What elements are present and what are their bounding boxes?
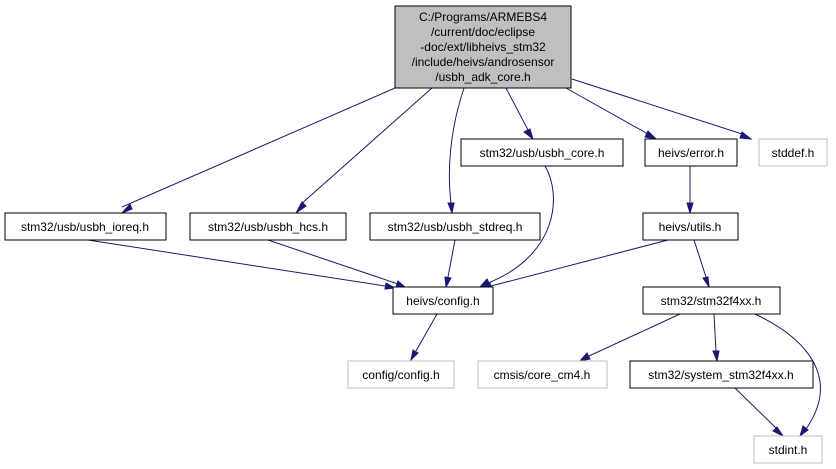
edge-utils-to-heivs-config [480,239,669,290]
root-path-line-5: /usbh_adk_core.h [435,70,530,84]
edge-root-to-stddef [571,78,753,140]
edge-root-to-usbh-core [505,87,534,141]
edge-usbh-stdreq-to-heivs-config [444,239,456,289]
node-label: stddef.h [772,146,815,160]
node-usbh-hcs[interactable]: stm32/usb/usbh_hcs.h [189,212,347,241]
node-usbh-core[interactable]: stm32/usb/usbh_core.h [460,138,624,167]
edge-stm32f4xx-to-core-cm4 [578,313,681,362]
edge-error-to-utils [686,166,694,215]
root-path-line-2: /current/doc/eclipse [431,25,535,39]
edge-utils-to-stm32f4xx [693,239,710,288]
edge-stm32f4xx-to-stdint [754,313,821,438]
node-label: stm32/usb/usbh_stdreq.h [388,220,523,234]
edge-system-stm32f4xx-to-stdint [734,387,785,438]
edge-stm32f4xx-to-system-stm32f4xx [712,313,720,363]
node-label: stdint.h [769,443,808,457]
root-path-line-1: C:/Programs/ARMEBS4 [419,10,547,24]
node-label: cmsis/core_cm4.h [494,368,591,382]
edge-root-to-error [565,87,658,140]
nodes: C:/Programs/ARMEBS4 /current/doc/eclipse… [4,5,828,464]
node-usbh-stdreq[interactable]: stm32/usb/usbh_stdreq.h [369,212,541,241]
node-system-stm32f4xx[interactable]: stm32/system_stm32f4xx.h [629,360,814,389]
root-path-line-3: -doc/ext/libheivs_stm32 [420,40,546,54]
node-label: heivs/utils.h [659,220,722,234]
node-label: heivs/config.h [406,294,479,308]
node-stddef: stddef.h [758,138,828,167]
edge-root-to-usbh-hcs [295,87,433,214]
node-label: config/config.h [362,368,439,382]
node-label: stm32/system_stm32f4xx.h [648,368,793,382]
node-core-cm4: cmsis/core_cm4.h [477,360,608,389]
edge-usbh-hcs-to-heivs-config [267,239,408,289]
node-label: stm32/usb/usbh_core.h [480,146,605,160]
node-label: heivs/error.h [658,146,724,160]
node-stdint: stdint.h [753,435,823,464]
root-path-line-4: /include/heivs/androsensor [412,55,555,69]
node-label: stm32/stm32f4xx.h [661,294,762,308]
node-label: stm32/usb/usbh_hcs.h [208,220,328,234]
node-heivs-config[interactable]: heivs/config.h [392,286,494,315]
edge-usbh-ioreq-to-heivs-config [87,239,397,290]
edge-root-to-usbh-ioreq [121,87,396,214]
edge-root-to-usbh-stdreq [447,87,465,215]
node-stm32f4xx[interactable]: stm32/stm32f4xx.h [642,286,781,315]
node-usbh-ioreq[interactable]: stm32/usb/usbh_ioreq.h [4,212,167,241]
node-heivs-utils[interactable]: heivs/utils.h [642,212,739,241]
edge-heivs-config-to-config-config [410,313,438,362]
node-heivs-error[interactable]: heivs/error.h [644,138,738,167]
node-label: stm32/usb/usbh_ioreq.h [21,220,149,234]
node-root-usbh-adk-core[interactable]: C:/Programs/ARMEBS4 /current/doc/eclipse… [394,5,572,89]
node-config-config: config/config.h [347,360,455,389]
